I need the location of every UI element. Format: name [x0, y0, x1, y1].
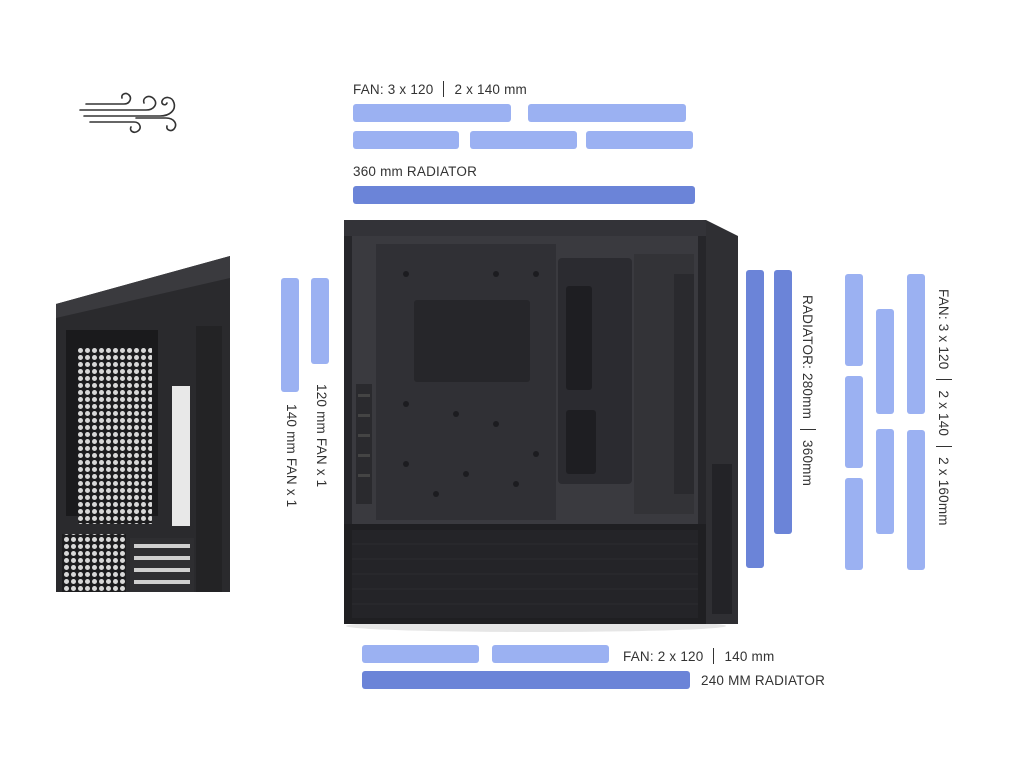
front-fan-160-2	[907, 430, 925, 570]
front-fan-120-2	[845, 376, 863, 468]
front-fan-label-c: 2 x 160mm	[936, 457, 951, 526]
rear-fan-140-label: 140 mm FAN x 1	[284, 404, 299, 508]
front-fan-140-1	[876, 309, 894, 414]
front-fan-140-2	[876, 429, 894, 534]
bottom-fan-label: FAN: 2 x 120 140 mm	[623, 648, 774, 664]
front-radiator-280-bar	[774, 270, 792, 534]
front-radiator-label: RADIATOR: 280mm 360mm	[800, 295, 816, 486]
bottom-radiator-bar	[362, 671, 690, 689]
front-radiator-360-bar	[746, 270, 764, 568]
bottom-radiator-label: 240 MM RADIATOR	[701, 673, 826, 688]
rear-fan-120-bar	[311, 278, 329, 364]
bottom-fan-label-a: FAN: 2 x 120	[623, 649, 704, 664]
wind-icon	[79, 92, 177, 134]
top-fan-label: FAN: 3 x 120 2 x 140 mm	[353, 81, 527, 97]
top-fan-slot-120-1	[353, 131, 459, 149]
top-fan-slot-140-2	[528, 104, 686, 122]
bottom-fan-slot-1	[362, 645, 479, 663]
front-radiator-label-b: 360mm	[800, 440, 815, 487]
top-fan-label-a: FAN: 3 x 120	[353, 82, 434, 97]
front-fan-label-a: FAN: 3 x 120	[936, 289, 951, 370]
bottom-fan-slot-2	[492, 645, 609, 663]
top-fan-slot-120-3	[586, 131, 693, 149]
top-fan-label-b: 2 x 140 mm	[454, 82, 527, 97]
front-radiator-label-a: RADIATOR: 280mm	[800, 295, 815, 420]
front-fan-label: FAN: 3 x 120 2 x 140 2 x 160mm	[936, 289, 952, 526]
rear-panel-detail-image	[56, 256, 230, 592]
front-fan-120-1	[845, 274, 863, 366]
top-fan-slot-140-1	[353, 104, 511, 122]
pc-case-image	[344, 220, 738, 632]
front-fan-120-3	[845, 478, 863, 570]
top-radiator-bar	[353, 186, 695, 204]
bottom-fan-label-b: 140 mm	[724, 649, 775, 664]
rear-fan-140-bar	[281, 278, 299, 392]
front-fan-label-b: 2 x 140	[936, 390, 951, 437]
front-fan-160-1	[907, 274, 925, 414]
rear-fan-120-label: 120 mm FAN x 1	[314, 384, 329, 488]
top-fan-slot-120-2	[470, 131, 577, 149]
top-radiator-label: 360 mm RADIATOR	[353, 164, 478, 179]
